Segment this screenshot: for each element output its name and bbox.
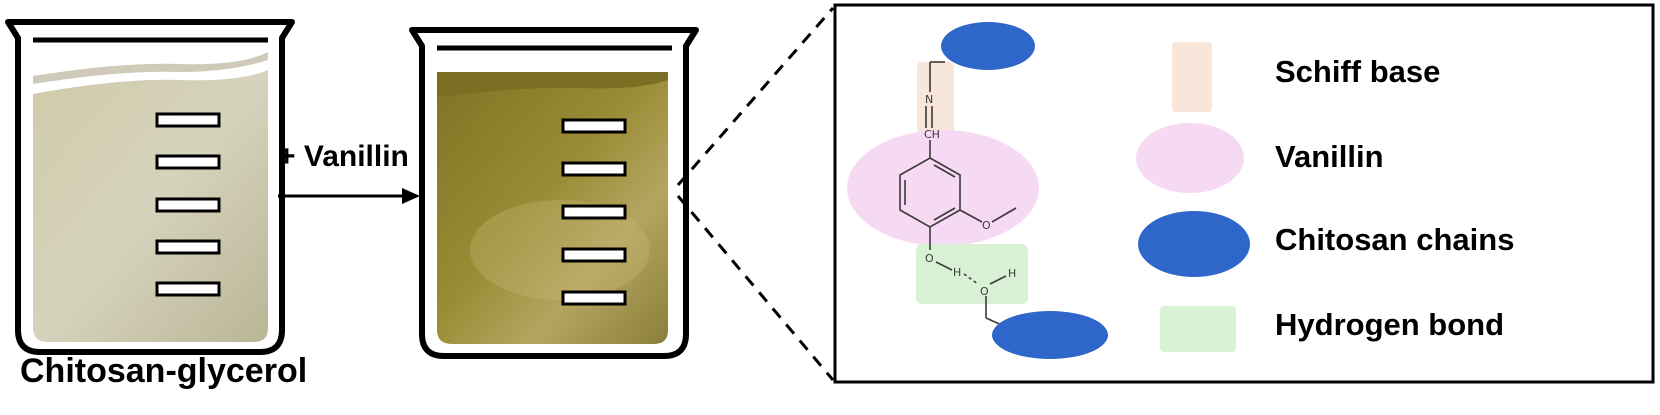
legend-swatch-schiff-base [1172, 42, 1212, 112]
beaker-right-outline [409, 27, 699, 359]
molecule-structure [899, 61, 1017, 327]
zoom-lines [676, 7, 835, 381]
chitosan-chain-top [941, 22, 1035, 70]
legend-swatch-hydrogen-bond [1160, 306, 1236, 352]
legend-label-vanillin: Vanillin [1275, 139, 1384, 174]
beaker-left-top-liquid [33, 52, 268, 84]
graduation-mark [155, 239, 221, 255]
graduation-mark [561, 204, 627, 220]
graduation-mark [561, 161, 627, 177]
atom-o-methoxy: O [982, 219, 991, 232]
graduation-mark [155, 281, 221, 297]
graduation-mark [561, 118, 627, 134]
beaker-left-graduations [155, 112, 221, 297]
beaker-right-liquid [437, 78, 668, 344]
beaker-left-outline [5, 19, 295, 355]
atom-o-ring: O [925, 252, 934, 265]
arrow-label: + Vanillin [278, 140, 409, 173]
graduation-mark [561, 290, 627, 306]
atom-h-donor: H [953, 266, 961, 279]
chitosan-chain-bottom [992, 311, 1108, 359]
beaker-right-graduations [561, 118, 627, 306]
atom-h-water: H [1008, 267, 1016, 280]
legend-label-chitosan-chains: Chitosan chains [1275, 222, 1515, 257]
atom-o-water: O [980, 285, 989, 298]
atom-n: N [925, 93, 933, 106]
legend-label-schiff-base: Schiff base [1275, 54, 1441, 89]
vanillin-region [847, 130, 1039, 246]
graduation-mark [155, 112, 221, 128]
atom-ch: CH [924, 128, 940, 141]
graduation-mark [155, 197, 221, 213]
beaker-left [5, 19, 295, 355]
hydrogen-bond-region [916, 244, 1028, 304]
beaker-left-liquid [33, 70, 268, 342]
beaker-right [409, 27, 699, 359]
legend-label-hydrogen-bond: Hydrogen bond [1275, 307, 1505, 342]
beaker-left-label: Chitosan-glycerol [20, 352, 308, 390]
legend-swatch-chitosan [1138, 211, 1250, 277]
legend-swatch-vanillin [1136, 123, 1244, 193]
graduation-mark [155, 154, 221, 170]
legend [1136, 42, 1250, 352]
beaker-right-top-liquid [437, 72, 668, 98]
graduation-mark [561, 247, 627, 263]
reaction-arrow [278, 188, 420, 204]
